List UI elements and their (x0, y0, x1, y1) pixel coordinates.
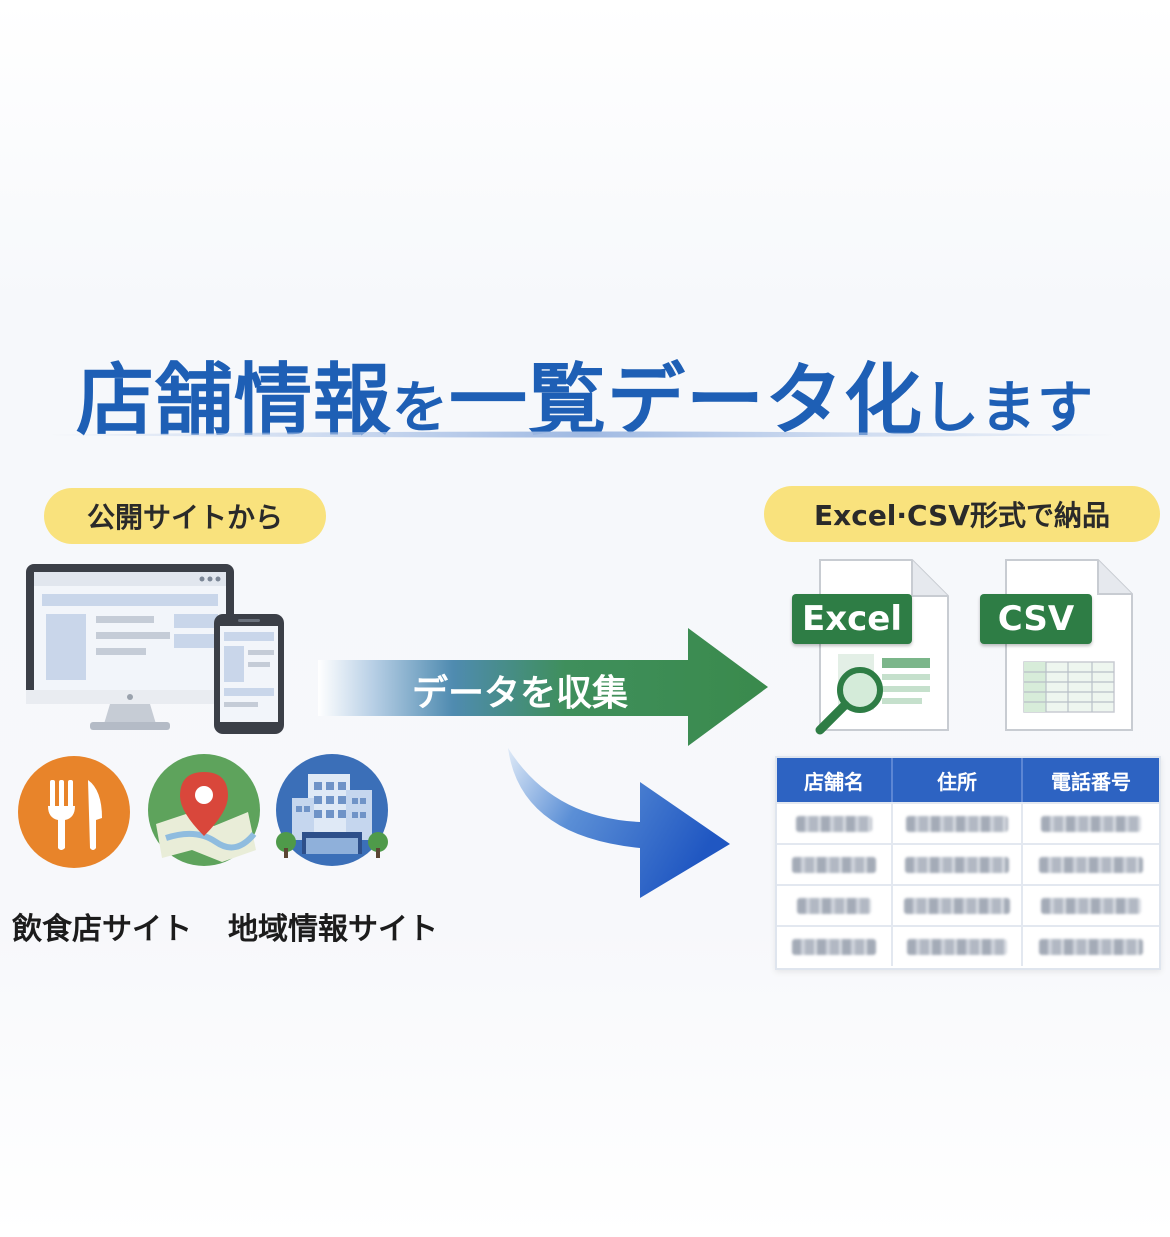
csv-file-icon (1005, 559, 1133, 731)
table-cell (893, 804, 1023, 843)
table-cell (1023, 804, 1159, 843)
caption-regional: 地域情報サイト (228, 912, 438, 947)
curved-arrow (508, 748, 730, 898)
desktop-monitor-icon (26, 564, 234, 730)
data-table: 店舗名 住所 電話番号 (775, 756, 1161, 970)
table-cell (893, 927, 1023, 966)
table-cell (777, 845, 893, 884)
title-underline (45, 431, 1120, 438)
table-cell (1023, 927, 1159, 966)
table-row (777, 802, 1159, 843)
table-cell (1023, 886, 1159, 925)
title-part-4: します (923, 376, 1095, 441)
table-cell (893, 886, 1023, 925)
table-header-cell: 店舗名 (777, 758, 893, 802)
table-row (777, 925, 1159, 966)
table-row (777, 884, 1159, 925)
source-pill: 公開サイトから (44, 488, 326, 544)
excel-badge: Excel (792, 594, 912, 644)
caption-restaurant: 飲食店サイト (12, 912, 192, 947)
fork-knife-icon (18, 756, 130, 868)
building-icon (276, 754, 388, 866)
table-header: 店舗名 住所 電話番号 (777, 758, 1159, 802)
title-part-1: 店舗情報 (75, 356, 392, 446)
title-part-3: 一覧データ化 (449, 356, 924, 446)
table-row (777, 843, 1159, 884)
title-part-2: を (392, 376, 449, 441)
devices-illustration (26, 564, 284, 734)
csv-badge: CSV (980, 594, 1092, 644)
table-header-cell: 電話番号 (1051, 769, 1131, 794)
table-cell (1023, 845, 1159, 884)
smartphone-icon (214, 614, 284, 734)
table-header-cell: 住所 (893, 758, 1023, 802)
output-pill: Excel·CSV形式で納品 (764, 486, 1160, 542)
collect-arrow (318, 628, 768, 746)
excel-file-icon (815, 559, 949, 735)
arrow-label: データを収集 (411, 673, 628, 714)
magnifier-icon (815, 667, 883, 735)
map-pin-icon (148, 754, 260, 866)
table-cell (777, 927, 893, 966)
table-cell (893, 845, 1023, 884)
table-cell (777, 804, 893, 843)
table-cell (777, 886, 893, 925)
page-title: 店舗情報を一覧データ化します (0, 338, 1170, 450)
